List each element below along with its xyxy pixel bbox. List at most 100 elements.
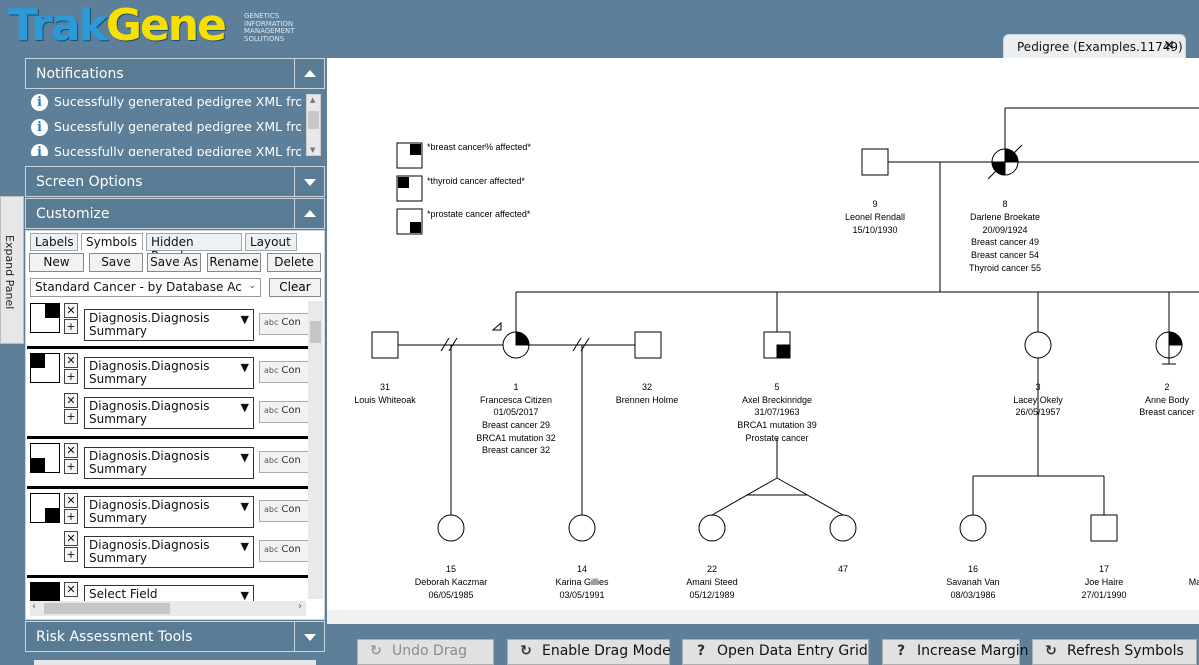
abc-icon: abc: [264, 545, 279, 554]
remove-rule-button[interactable]: ✕: [64, 493, 78, 508]
person-name: Savanah Van: [946, 577, 999, 587]
person-id: 32: [642, 382, 652, 392]
collapse-notifications-button[interactable]: [294, 59, 324, 88]
add-condition-button[interactable]: +: [64, 369, 78, 384]
person-condition: Breast cancer 29: [482, 420, 550, 430]
select-field-dropdown[interactable]: Select Field▼: [84, 585, 254, 601]
person-dob: 31/07/1963: [754, 407, 799, 417]
individual-15[interactable]: [437, 514, 465, 542]
close-icon[interactable]: ✕: [1163, 38, 1175, 54]
legend: *breast cancer% affected* *thyroid cance…: [396, 142, 531, 235]
dropdown-arrow-icon: ▼: [240, 500, 249, 513]
symbol-preview[interactable]: [30, 582, 60, 601]
individual-47[interactable]: [829, 514, 857, 542]
refresh-icon: ↻: [1045, 643, 1057, 659]
tab-labels[interactable]: Labels: [30, 233, 78, 251]
rename-button[interactable]: Rename: [207, 253, 261, 272]
individual-32[interactable]: [634, 331, 662, 359]
abc-icon: abc: [264, 318, 279, 327]
clear-button[interactable]: Clear: [269, 278, 321, 297]
tab-pedigree[interactable]: Pedigree (Examples.11749) ✕: [1003, 34, 1186, 58]
dropdown-arrow-icon: ▼: [240, 451, 249, 464]
pedigree-canvas[interactable]: *breast cancer% affected* *thyroid cance…: [327, 58, 1199, 610]
tab-hidden-people[interactable]: Hidden People: [146, 233, 242, 263]
canvas-horizontal-scrollbar[interactable]: [327, 610, 1199, 624]
person-id: 1: [513, 382, 518, 392]
tab-symbols[interactable]: Symbols: [81, 233, 143, 251]
tab-layout[interactable]: Layout: [245, 233, 297, 251]
symbol-scheme-select[interactable]: Standard Cancer - by Database Ac⌄: [30, 278, 261, 297]
dropdown-arrow-icon: ▼: [240, 540, 249, 553]
undo-drag-button[interactable]: ↻Undo Drag: [357, 639, 494, 665]
add-condition-button[interactable]: +: [64, 459, 78, 474]
remove-rule-button[interactable]: ✕: [64, 303, 78, 318]
individual-22[interactable]: [698, 514, 726, 542]
new-button[interactable]: New: [29, 253, 84, 272]
symbol-preview[interactable]: [30, 353, 60, 383]
person-id: 22: [707, 564, 717, 574]
expand-panel-tab[interactable]: Expand Panel: [0, 196, 24, 344]
notifications-scrollbar[interactable]: ▲▼: [306, 94, 321, 156]
add-condition-button[interactable]: +: [64, 319, 78, 334]
individual-16[interactable]: [959, 514, 987, 542]
delete-button[interactable]: Delete: [267, 253, 321, 272]
person-name: Lacey Okely: [1013, 395, 1063, 405]
remove-rule-button[interactable]: ✕: [64, 582, 78, 597]
individual-31[interactable]: [371, 331, 399, 359]
chevron-up-icon: [304, 210, 316, 217]
increase-margin-button[interactable]: ?Increase Margin: [882, 639, 1029, 665]
add-condition-button[interactable]: +: [64, 509, 78, 524]
expand-risk-tools-button[interactable]: [294, 622, 324, 651]
remove-rule-button[interactable]: ✕: [64, 353, 78, 368]
rule-list-scrollbar[interactable]: [308, 301, 323, 599]
person-condition: BRCA1 mutation 32: [476, 433, 556, 443]
person-name: Axel Breckinridge: [742, 395, 812, 405]
person-id: 17: [1099, 564, 1109, 574]
person-id: 16: [968, 564, 978, 574]
remove-condition-button[interactable]: ✕: [64, 393, 78, 408]
expand-screen-options-button[interactable]: [294, 167, 324, 196]
risk-assessment-header[interactable]: Risk Assessment Tools: [25, 621, 325, 652]
refresh-symbols-button[interactable]: ↻Refresh Symbols: [1032, 639, 1197, 665]
person-name: Anne Body: [1145, 395, 1190, 405]
legend-thyroid-label: *thyroid cancer affected*: [427, 176, 525, 186]
symbol-preview[interactable]: [30, 493, 60, 523]
info-icon: i: [31, 94, 48, 111]
notifications-header[interactable]: Notifications: [25, 58, 325, 89]
rule-list-horizontal-scrollbar[interactable]: ‹›: [30, 601, 306, 616]
customize-header[interactable]: Customize: [25, 198, 325, 229]
person-dob: 03/05/1991: [559, 590, 604, 600]
symbol-preview[interactable]: [30, 303, 60, 333]
enable-drag-mode-button[interactable]: ↻Enable Drag Mode: [507, 639, 671, 665]
add-condition-button[interactable]: +: [64, 409, 78, 424]
remove-condition-button[interactable]: ✕: [64, 531, 78, 546]
add-condition-button[interactable]: +: [64, 547, 78, 562]
save-as-button[interactable]: Save As: [147, 253, 201, 272]
abc-icon: abc: [264, 505, 279, 514]
save-button[interactable]: Save: [89, 253, 143, 272]
symbol-preview[interactable]: [30, 443, 60, 473]
info-icon: i: [31, 144, 48, 156]
remove-rule-button[interactable]: ✕: [64, 443, 78, 458]
individual-17[interactable]: [1090, 514, 1118, 542]
individual-3[interactable]: [1024, 331, 1052, 359]
screen-options-header[interactable]: Screen Options: [25, 166, 325, 197]
collapse-customize-button[interactable]: [294, 199, 324, 228]
individual-9[interactable]: [861, 148, 889, 176]
open-data-entry-grid-button[interactable]: ?Open Data Entry Grid: [682, 639, 869, 665]
person-dob: 08/03/1986: [950, 590, 995, 600]
individual-14[interactable]: [568, 514, 596, 542]
